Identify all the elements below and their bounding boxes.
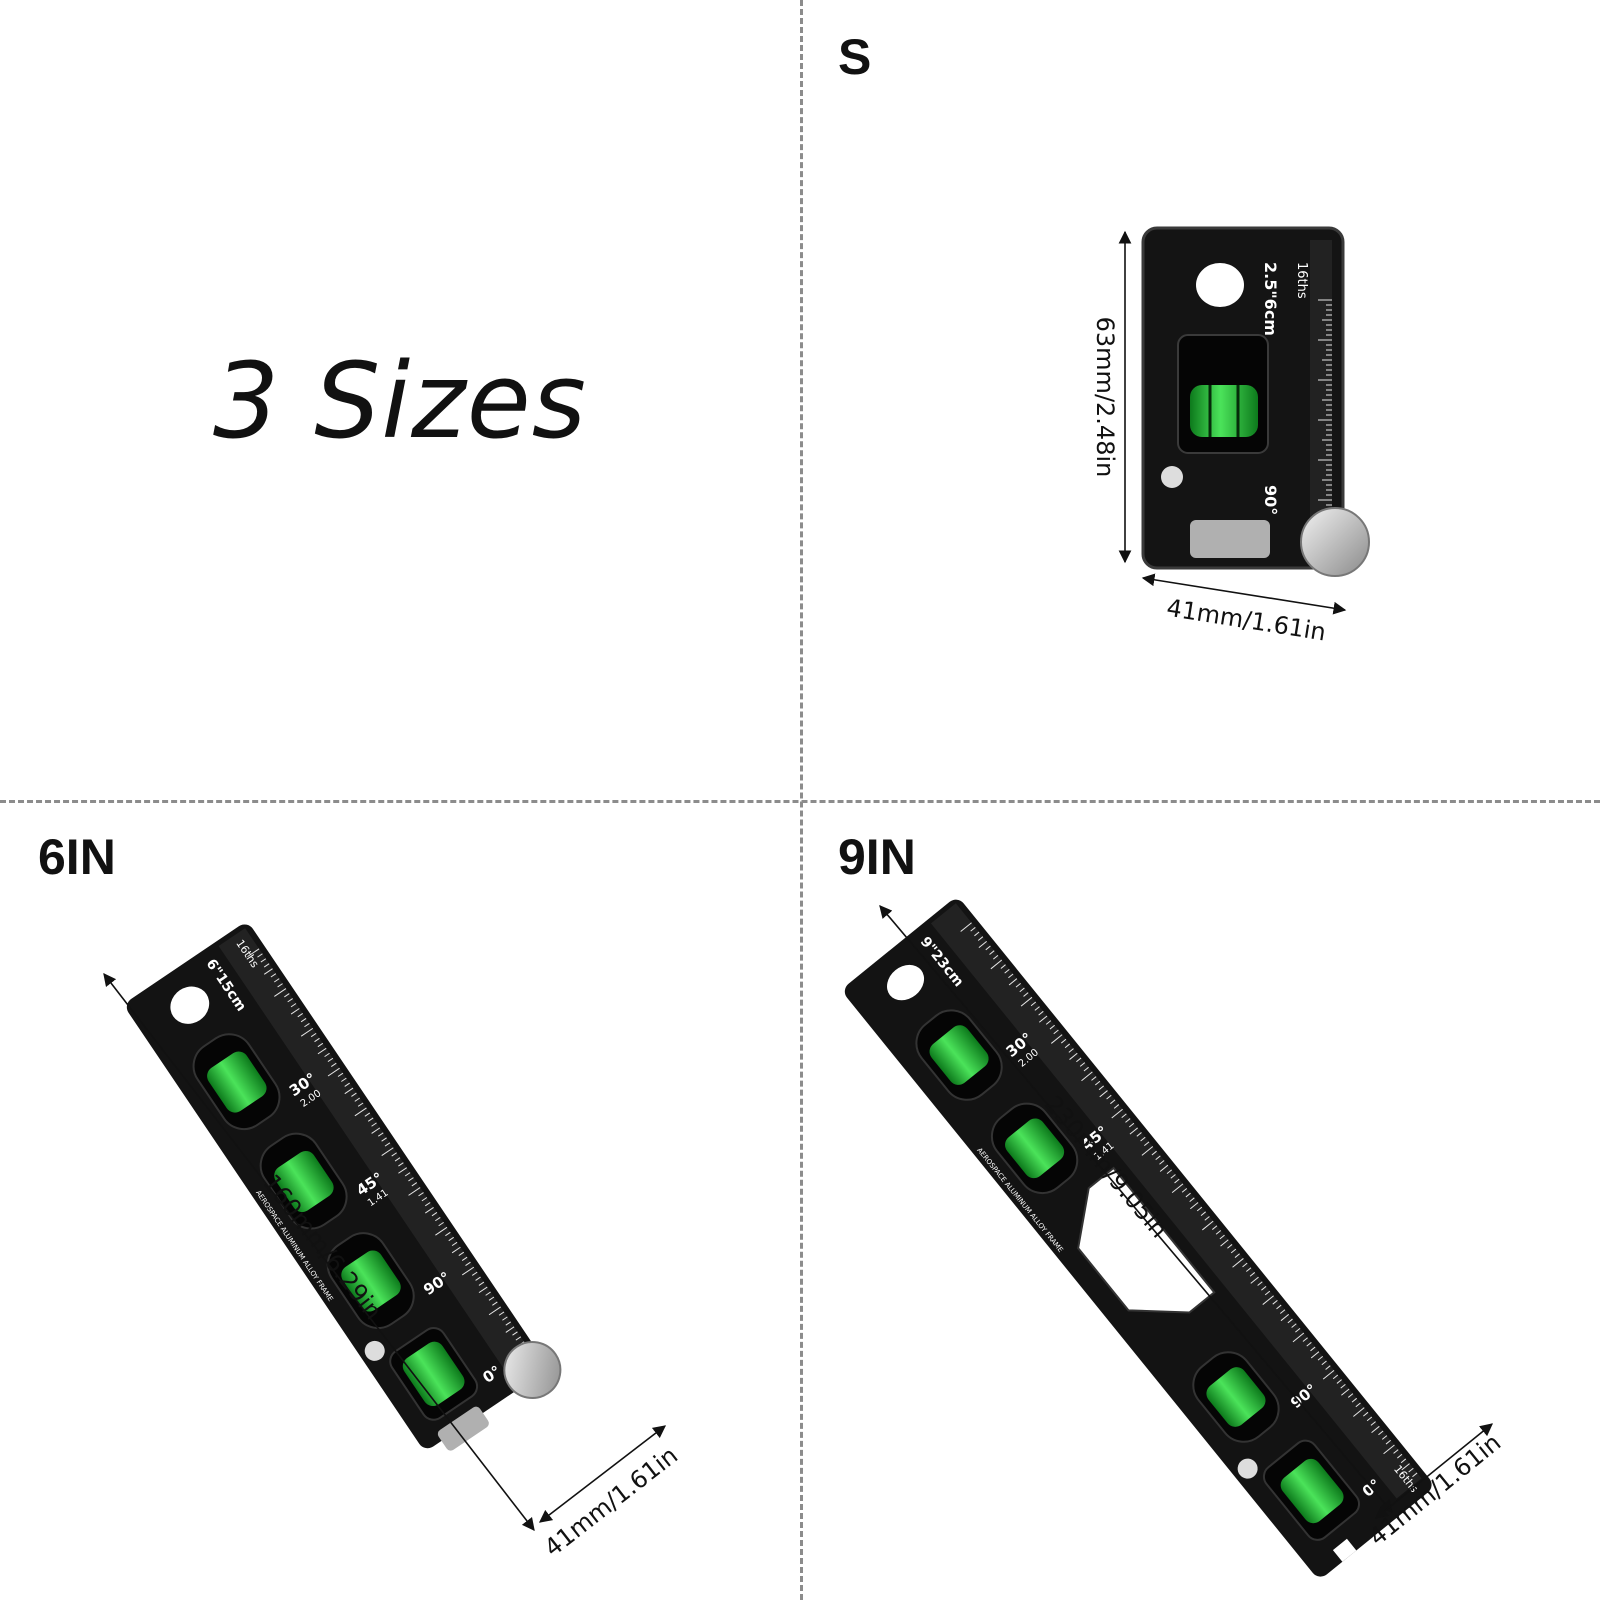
- size-label-small: S: [838, 29, 872, 85]
- small-level-screw: [1190, 520, 1270, 558]
- six-inch-width-dimension: 41mm/1.61in: [539, 1441, 683, 1562]
- ruler-tick: [260, 958, 267, 963]
- ruler-tick: [263, 963, 270, 968]
- small-width-arrow: [1141, 573, 1347, 615]
- small-level-hang-hole: [1196, 263, 1244, 307]
- six-inch-length-arrow: [103, 972, 535, 1532]
- small-height-dimension: 63mm/2.48in: [1091, 317, 1119, 478]
- small-level-angle-mark: 90°: [1261, 485, 1280, 515]
- horizontal-divider: [0, 800, 1600, 803]
- small-level-illustration: 16ths 2.5"6cm 90° 63mm/2.48in 41mm/1.61i…: [1091, 226, 1370, 647]
- six-inch-width-arrow: [538, 1425, 667, 1523]
- small-level-size-mark: 2.5"6cm: [1261, 262, 1280, 336]
- ruler-tick: [257, 953, 263, 958]
- six-inch-level-illustration: 16ths 6"15cm 30° 2.00 45° 1.41 90° 0° AE…: [103, 924, 683, 1562]
- size-label-9in: 9IN: [838, 829, 916, 885]
- nine-inch-width-arrow: [1375, 1423, 1493, 1519]
- small-level-vial: [1190, 385, 1258, 437]
- nine-inch-level-illustration: 16ths 9"23cm 30° 2.00 45° 1.41 90° 0° AE…: [844, 899, 1506, 1577]
- nine-inch-level-ruler: [930, 903, 1422, 1499]
- size-label-6in: 6IN: [38, 829, 116, 885]
- nine-inch-length-arrow: [879, 905, 1393, 1513]
- ruler-tick: [247, 948, 260, 958]
- small-level-scale-label: 16ths: [1294, 262, 1309, 299]
- small-level-knob: [1300, 507, 1370, 577]
- sizes-headline: 3 Sizes: [213, 340, 587, 462]
- small-width-dimension: 41mm/1.61in: [1165, 594, 1328, 647]
